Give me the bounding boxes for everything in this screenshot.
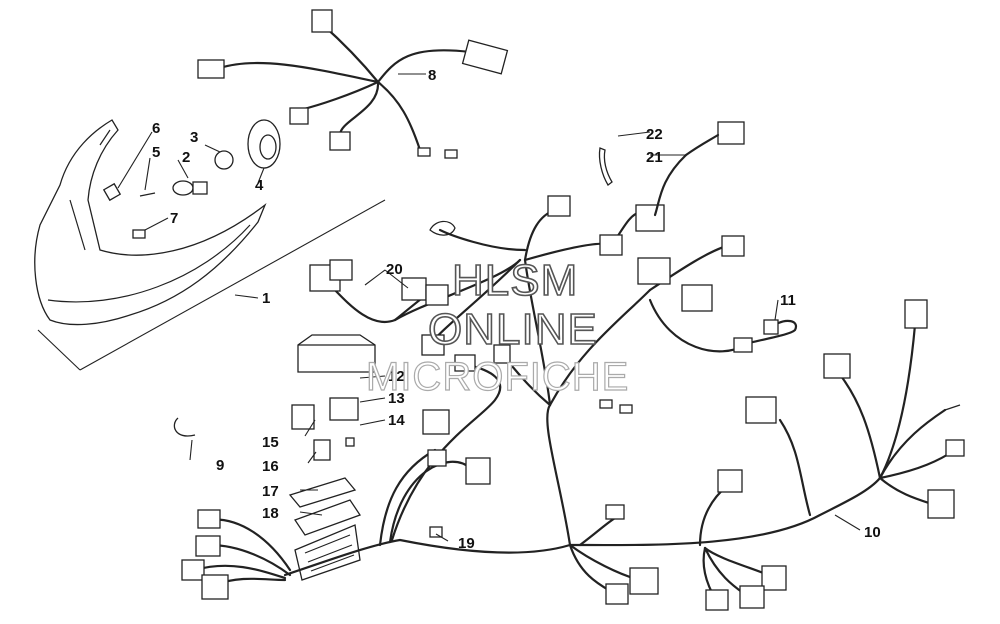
watermark-line-1: HLSM [451,255,579,306]
callout-10: 10 [864,524,881,541]
connector-19 [429,526,443,538]
callout-13: 13 [388,390,405,407]
callout-15: 15 [262,434,279,451]
callout-16: 16 [262,458,279,475]
fuse-14 [345,437,355,447]
callout-20: 20 [386,261,403,278]
callout-6: 6 [152,120,160,137]
callout-3: 3 [190,129,198,146]
callout-1: 1 [262,290,270,307]
headlight-harness [197,9,509,159]
callout-2: 2 [182,149,190,166]
bulb-harness-11 [733,319,798,353]
callout-labels: 1 2 3 4 5 6 7 8 9 10 11 12 13 14 15 16 1… [152,67,881,552]
retaining-ring [214,150,234,170]
callout-7: 7 [170,210,178,227]
callout-11: 11 [780,292,796,309]
bulb-and-socket-parts [102,119,281,202]
callout-5: 5 [152,144,160,161]
callout-18: 18 [262,505,279,522]
callout-17: 17 [262,483,279,500]
callout-21: 21 [646,149,663,166]
gasket-18 [294,499,361,536]
callout-22: 22 [646,126,663,143]
relay-15 [291,404,315,430]
screw [139,192,156,197]
relay-13 [329,397,359,421]
watermark-line-3: MICROFICHE [365,354,630,399]
label-17 [288,477,357,508]
callout-14: 14 [388,412,405,429]
callout-4: 4 [255,177,264,194]
callout-12: 12 [388,368,405,385]
sensor-harness-21 [598,133,720,217]
headlight-assembly [34,119,386,371]
clamp-9 [173,417,196,437]
callout-leaders [117,131,861,542]
clip [102,182,122,202]
watermark-line-2: ONLINE [427,304,598,355]
bulb [172,180,208,196]
callout-19: 19 [458,535,475,552]
main-harness [181,121,965,611]
relay-16 [313,439,331,461]
callout-9: 9 [216,457,224,474]
callout-8: 8 [428,67,436,84]
dust-cover [247,119,281,169]
